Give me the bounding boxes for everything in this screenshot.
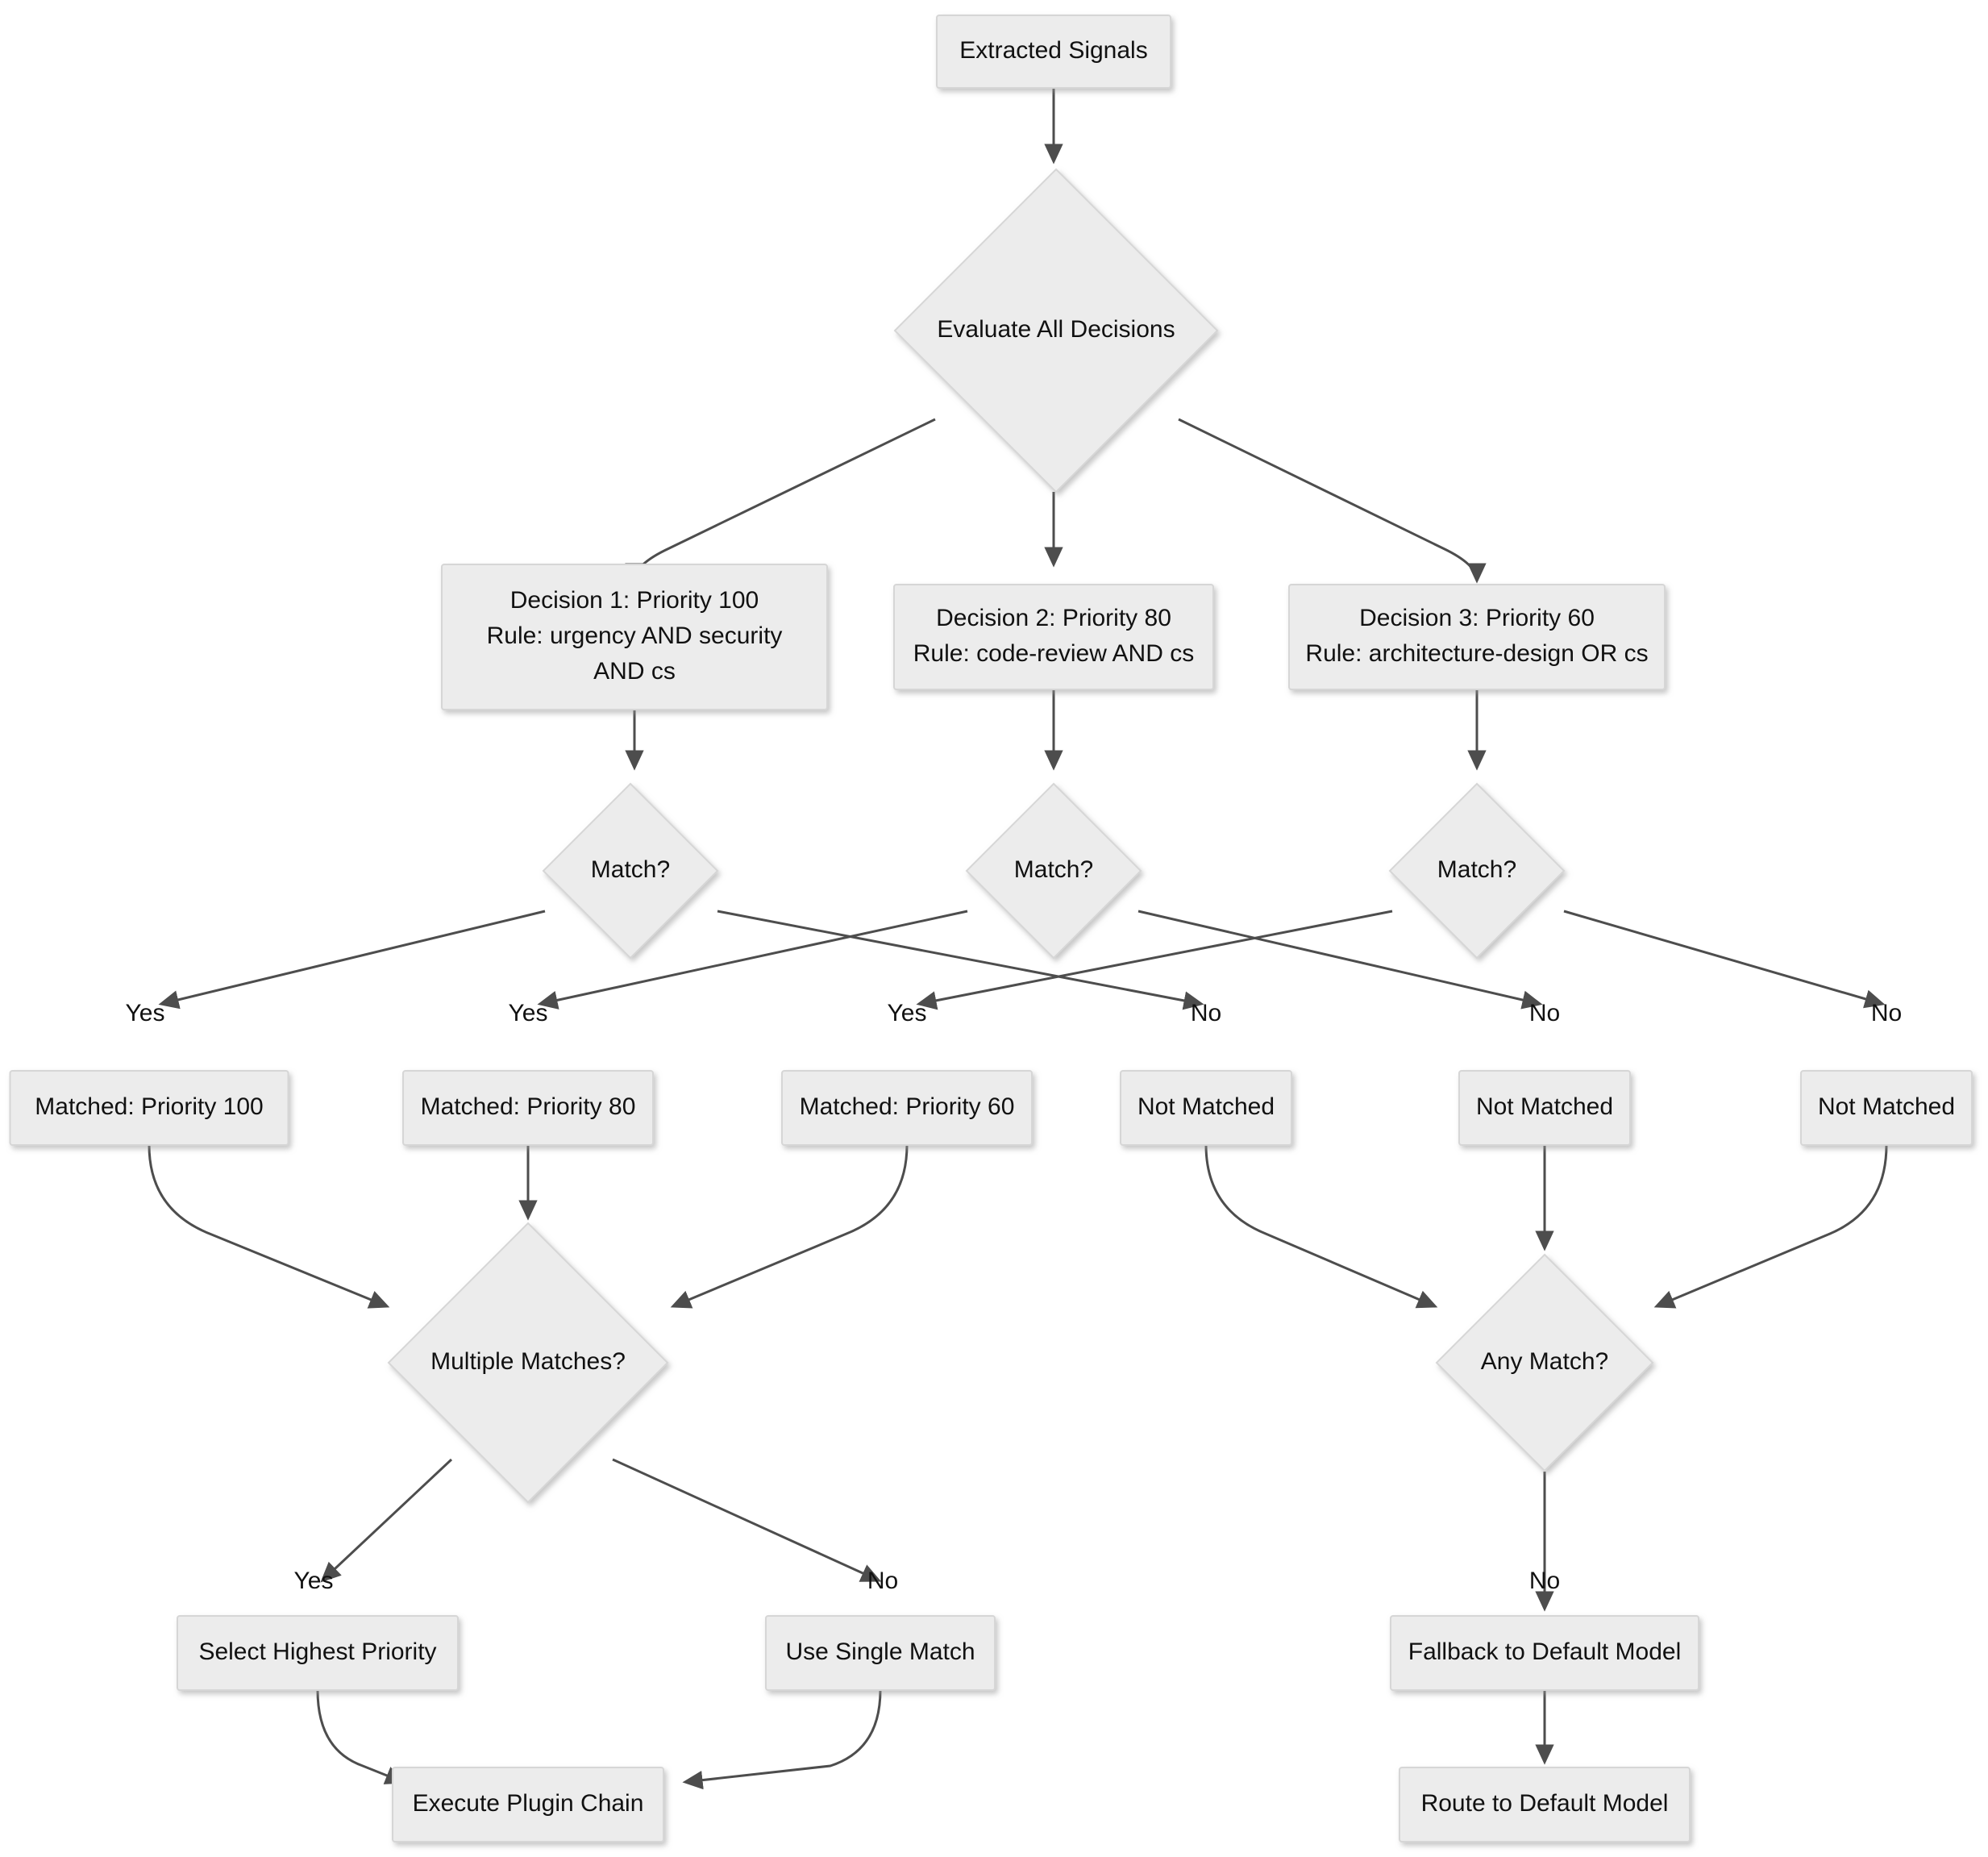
node-label-notmatched3: Not Matched (1818, 1093, 1955, 1120)
edges-layer (148, 88, 1888, 1790)
node-shape-rect (781, 1070, 1033, 1146)
edge-notmatched1-to-anymatch (1204, 1144, 1438, 1309)
node-shape-rect (1800, 1070, 1973, 1146)
node-shape-diamond (965, 782, 1142, 960)
node-shape-rect (1458, 1070, 1631, 1146)
node-label-match1: Match? (591, 856, 670, 883)
node-shape-rect (765, 1615, 996, 1691)
node-label-selhigh: Select Highest Priority (198, 1638, 436, 1665)
node-start[interactable]: Extracted Signals (936, 15, 1171, 89)
edge-label-no-3: No (1191, 1000, 1221, 1026)
node-notmatched3[interactable]: Not Matched (1800, 1070, 1973, 1146)
node-matched60[interactable]: Matched: Priority 60 (781, 1070, 1033, 1146)
node-label-usesingle: Use Single Match (785, 1638, 975, 1665)
node-shape-diamond (1435, 1253, 1654, 1472)
node-label-evaluate: Evaluate All Decisions (937, 316, 1175, 343)
edge-label-yes-1: Yes (509, 1000, 548, 1026)
edge-label-no-7: No (867, 1568, 898, 1594)
node-label-routedefault: Route to Default Model (1421, 1790, 1669, 1817)
node-label-multiple: Multiple Matches? (430, 1348, 626, 1375)
node-label-start: Extracted Signals (959, 37, 1147, 64)
node-label-anymatch: Any Match? (1481, 1348, 1608, 1375)
node-label-matched100: Matched: Priority 100 (35, 1093, 263, 1120)
node-label-match2: Match? (1014, 856, 1093, 883)
edge-match2-to-no2 (1137, 910, 1543, 1010)
edge-match3-to-yes60 (916, 910, 1393, 1010)
node-label-matched80: Matched: Priority 80 (421, 1093, 636, 1120)
node-match3[interactable]: Match? (1388, 782, 1566, 960)
edge-selhigh-to-execplugin (316, 1689, 406, 1784)
node-shape-rect (1399, 1767, 1691, 1842)
node-shape-rect (1288, 584, 1666, 690)
node-shape-rect (9, 1070, 289, 1146)
edge-match1-to-yes100 (158, 910, 546, 1010)
node-label-notmatched2: Not Matched (1476, 1093, 1613, 1120)
node-label-dec2-line2: Rule: code-review AND cs (913, 640, 1194, 667)
node-shape-rect (402, 1070, 654, 1146)
node-selhigh[interactable]: Select Highest Priority (177, 1615, 459, 1691)
node-label-execplugin: Execute Plugin Chain (413, 1790, 644, 1817)
edge-label-yes-0: Yes (126, 1000, 165, 1026)
edge-evaluate-to-dec1 (625, 418, 936, 584)
node-shape-diamond (1388, 782, 1566, 960)
edge-label-yes-6: Yes (294, 1568, 334, 1594)
node-match2[interactable]: Match? (965, 782, 1142, 960)
edge-match2-to-yes80 (537, 910, 968, 1010)
node-label-dec1-line2: Rule: urgency AND security (487, 622, 783, 649)
node-anymatch[interactable]: Any Match? (1435, 1253, 1654, 1472)
edge-evaluate-to-dec3 (1178, 418, 1487, 584)
node-label-fallback: Fallback to Default Model (1408, 1638, 1682, 1665)
edge-matched100-to-multiple (148, 1144, 390, 1309)
node-label-dec2: Decision 2: Priority 80 (936, 605, 1171, 631)
edge-label-no-8: No (1529, 1568, 1560, 1594)
node-dec2[interactable]: Decision 2: Priority 80 Rule: code-review… (893, 584, 1214, 690)
node-match1[interactable]: Match? (542, 782, 719, 960)
node-matched100[interactable]: Matched: Priority 100 (9, 1070, 289, 1146)
node-shape-rect (441, 564, 828, 710)
node-multiple[interactable]: Multiple Matches? (387, 1222, 669, 1504)
node-matched80[interactable]: Matched: Priority 80 (402, 1070, 654, 1146)
edge-usesingle-to-execplugin (682, 1689, 882, 1790)
node-label-dec3: Decision 3: Priority 60 (1359, 605, 1595, 631)
node-execplugin[interactable]: Execute Plugin Chain (392, 1767, 664, 1842)
node-label-dec3-line2: Rule: architecture-design OR cs (1305, 640, 1648, 667)
node-dec3[interactable]: Decision 3: Priority 60 Rule: architectur… (1288, 584, 1666, 690)
node-shape-diamond (893, 168, 1219, 493)
node-shape-diamond (542, 782, 719, 960)
node-shape-rect (1120, 1070, 1292, 1146)
node-shape-rect (177, 1615, 459, 1691)
node-notmatched1[interactable]: Not Matched (1120, 1070, 1292, 1146)
node-shape-diamond (387, 1222, 669, 1504)
edge-match1-to-no1 (717, 910, 1204, 1010)
edge-label-no-4: No (1529, 1000, 1560, 1026)
node-label-dec1-line3: AND cs (593, 658, 676, 685)
node-label-dec1: Decision 1: Priority 100 (510, 587, 759, 614)
node-shape-rect (936, 15, 1171, 89)
node-usesingle[interactable]: Use Single Match (765, 1615, 996, 1691)
node-notmatched2[interactable]: Not Matched (1458, 1070, 1631, 1146)
node-label-match3: Match? (1437, 856, 1516, 883)
edge-label-yes-2: Yes (888, 1000, 927, 1026)
edge-multiple-to-usesingle (612, 1458, 882, 1582)
edge-label-no-5: No (1871, 1000, 1902, 1026)
edge-notmatched3-to-anymatch (1653, 1144, 1888, 1309)
edge-match3-to-no3 (1563, 910, 1886, 1009)
node-evaluate[interactable]: Evaluate All Decisions (893, 168, 1219, 493)
node-label-matched60: Matched: Priority 60 (800, 1093, 1015, 1120)
node-shape-rect (392, 1767, 664, 1842)
node-label-notmatched1: Not Matched (1137, 1093, 1275, 1120)
edge-multiple-to-selhigh (320, 1458, 453, 1583)
node-shape-rect (1390, 1615, 1699, 1691)
node-routedefault[interactable]: Route to Default Model (1399, 1767, 1691, 1842)
edge-matched60-to-multiple (670, 1144, 909, 1309)
node-shape-rect (893, 584, 1214, 690)
node-fallback[interactable]: Fallback to Default Model (1390, 1615, 1699, 1691)
